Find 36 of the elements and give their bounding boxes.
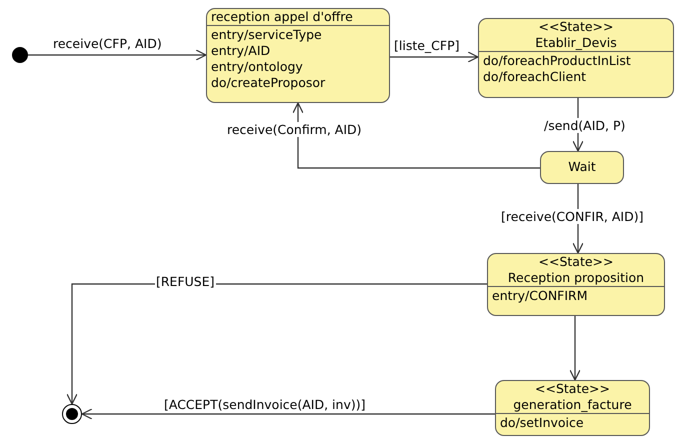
transition-arrow [28,49,207,61]
edge-label: [receive(CONFIR, AID)] [500,209,644,224]
final-state [62,404,82,424]
state-action: do/foreachProductInList [482,53,632,69]
state-name: Wait [567,159,597,175]
state-action: do/setInvoice [499,415,585,431]
state-box [540,151,624,184]
state-action: entry/CONFIRM [491,288,589,304]
stereotype-label: <<State>> [534,381,611,397]
state-name: generation_facture [512,397,633,413]
edge-label: [liste_CFP] [393,38,461,53]
transition-arrow [66,283,487,405]
state-box [487,253,665,316]
edge-label: [ACCEPT(sendInvoice(AID, inv))] [163,397,366,412]
stereotype-label: <<State>> [538,19,614,35]
transition-arrow [569,316,581,381]
state-box [495,380,650,436]
transition-arrow [390,51,479,63]
edge-label: receive(Confirm, AID) [226,122,363,137]
state-action: do/foreachClient [482,69,588,85]
stereotype-label: <<State>> [538,254,614,270]
state-action: entry/serviceType [210,27,323,43]
initial-state [12,47,28,63]
edge-label: receive(CFP, AID) [52,36,163,51]
state-box [478,18,674,98]
state-action: entry/ontology [210,59,304,75]
state-action: entry/AID [210,43,272,59]
transition-arrow [81,408,495,420]
state-action: do/createProposor [210,75,326,91]
state-name: Reception proposition [506,270,646,286]
state-name: Etablir_Devis [534,35,618,51]
edge-label: [REFUSE] [155,274,216,289]
edge-label: /send(AID, P) [543,118,626,133]
state-name: reception appel d'offre [210,9,354,25]
transition-arrow [292,102,540,169]
state-box [206,8,390,103]
